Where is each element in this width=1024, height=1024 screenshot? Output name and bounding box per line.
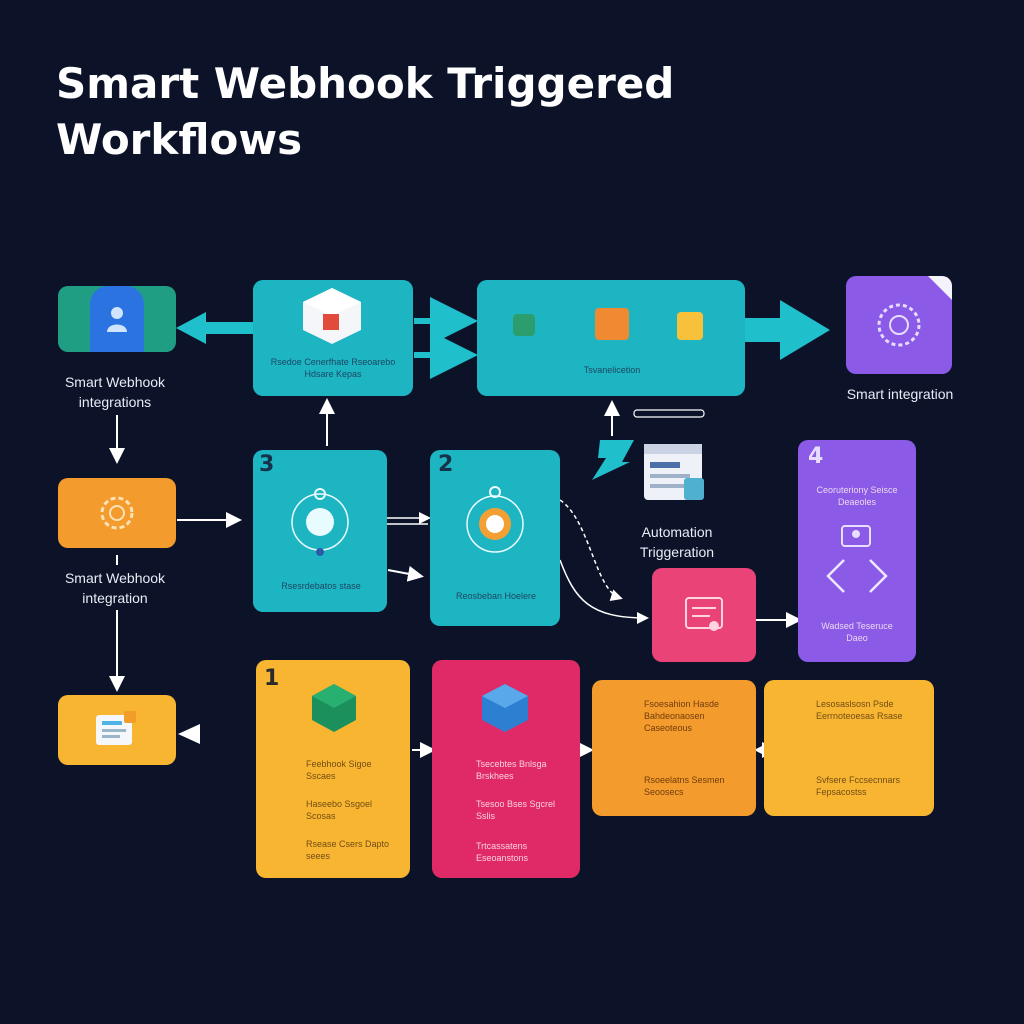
arrow-node3-out [387, 565, 424, 582]
pink-item-2: Tsesoo Bses Sgcrel Sslis [476, 799, 556, 821]
step-2-node[interactable]: 2 Reosbeban Hoelere [430, 450, 560, 626]
webhook-integrations-label: Smart Webhook integrations [64, 374, 166, 410]
step-2-number: 2 [438, 452, 454, 477]
automation-triggeration-label: Automation Triggeration [639, 524, 715, 560]
orange-item-1: Fsoesahion Hasde Bahdeonaosen Caseoteous [644, 699, 720, 733]
webhook-integrations-node[interactable] [58, 286, 176, 352]
webhook-integration-node[interactable] [58, 478, 176, 548]
amber-item-1: Lesosaslsosn Psde Eerrnoteoesas Rsase [816, 699, 903, 721]
document-node[interactable] [58, 695, 176, 765]
top-center-node[interactable]: Rsedoe Cenerfhate Rseoarebo Hdsare Kepas [253, 280, 413, 396]
pink-item-1: Tsecebtes Bnlsga Brskhees [476, 759, 547, 781]
pipe-step-1-icon [513, 314, 535, 336]
step-3-node[interactable]: 3 Rsesrdebatos stase [253, 450, 387, 612]
step-2-hub-icon [460, 480, 530, 564]
amber-card[interactable]: Lesosaslsosn Psde Eerrnoteoesas Rsase Sv… [764, 680, 934, 816]
arrow-left-small [178, 724, 200, 744]
document-icon [94, 707, 140, 753]
page-title: Smart Webhook Triggered Workflows [56, 59, 675, 164]
amber-item-2: Svfsere Fccsecnnars Fepsacostss [816, 775, 901, 797]
arrow-node2-pink [559, 559, 649, 624]
brain-icon [872, 298, 926, 352]
teal-arrow-left [176, 312, 255, 344]
user-icon [104, 302, 130, 336]
step-1-cube-icon [310, 682, 358, 734]
cube-icon [297, 284, 367, 346]
pipeline-caption: Tsvanelicetion [583, 365, 641, 375]
step-4-footer: Wadsed Teseruce Daeo [821, 621, 893, 643]
step-1-item-1: Feebhook Sigoe Sscaes [306, 759, 372, 781]
step-3-hub-icon [285, 482, 355, 562]
step-1-card[interactable]: 1 Feebhook Sigoe Sscaes Haseebo Ssgoel S… [256, 660, 410, 878]
pipeline-node[interactable]: Tsvanelicetion [477, 280, 745, 396]
step-3-number: 3 [259, 452, 275, 477]
smart-integration-node[interactable] [846, 276, 952, 374]
pink-cube-icon [480, 682, 530, 734]
teal-arrow-right [745, 300, 830, 360]
step-4-header: Ceoruteriony Seisce Deaeoles [816, 485, 898, 507]
pipe-step-3-icon [677, 312, 703, 340]
step-4-number: 4 [808, 444, 824, 469]
step-2-caption: Reosbeban Hoelere [455, 591, 537, 601]
orange-item-2: Rsoeelatns Sesmen Seoosecs [644, 775, 725, 797]
loading-bar [633, 409, 705, 418]
chart-board-icon [682, 592, 726, 636]
automation-window-icon [640, 438, 710, 512]
webhook-integration-label: Smart Webhook integration [64, 570, 166, 606]
arrow-node2-dashed [559, 499, 623, 601]
pipe-step-2-icon [595, 308, 629, 340]
smart-integration-label: Smart integration [846, 386, 954, 402]
code-brackets-icon [824, 556, 890, 596]
pink-node[interactable] [652, 568, 756, 662]
orange-card[interactable]: Fsoesahion Hasde Bahdeonaosen Caseoteous… [592, 680, 756, 816]
step-4-node[interactable]: 4 Ceoruteriony Seisce Deaeoles Wadsed Te… [798, 440, 916, 662]
teal-arrow-down [592, 440, 634, 480]
step-1-number: 1 [264, 666, 280, 691]
gear-icon [92, 488, 142, 538]
pink-item-3: Trtcassatens Eseoanstons [476, 841, 529, 863]
top-center-caption: Rsedoe Cenerfhate Rseoarebo Hdsare Kepas [270, 357, 396, 379]
step-1-item-2: Haseebo Ssgoel Scosas [306, 799, 373, 821]
user-badge-icon [838, 520, 874, 550]
step-1-item-3: Rsease Csers Dapto seees [306, 839, 390, 861]
pink-card[interactable]: Tsecebtes Bnlsga Brskhees Tsesoo Bses Sg… [432, 660, 580, 878]
step-3-caption: Rsesrdebatos stase [281, 581, 361, 591]
